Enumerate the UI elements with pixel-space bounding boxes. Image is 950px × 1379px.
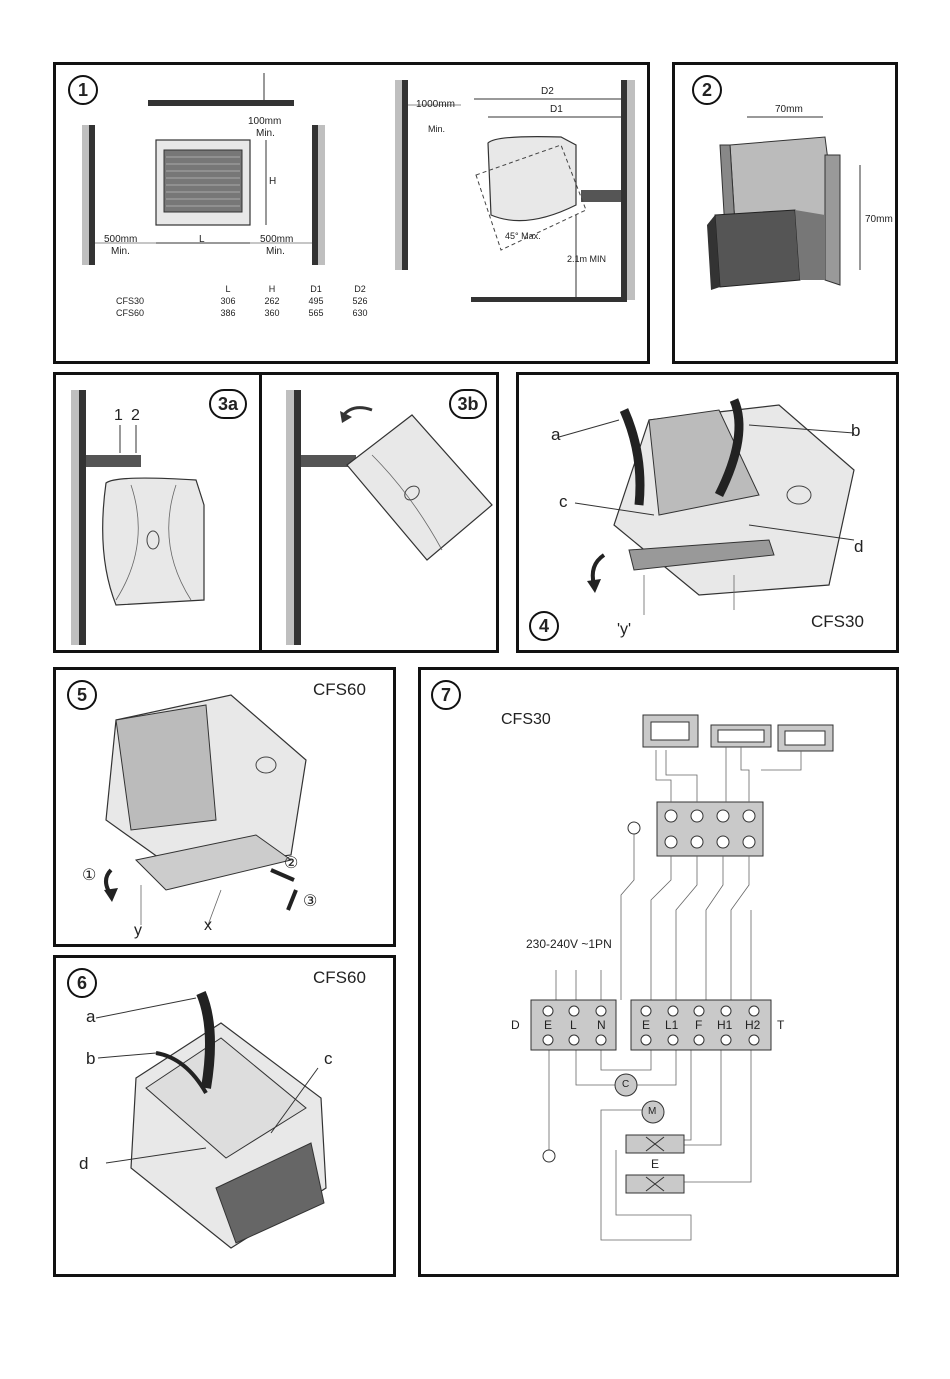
table-header: L (206, 283, 250, 295)
table-cell: 306 (206, 295, 250, 307)
step-1-marker: ① (82, 868, 96, 884)
clearance-left-label: 500mm (104, 235, 137, 245)
clearance-top-min: Min. (256, 129, 275, 139)
panel-3b-number: 3b (449, 389, 487, 419)
table-cell: 495 (294, 295, 338, 307)
d2-label: D2 (541, 87, 554, 97)
panel-3b-tilt: 3b (259, 372, 499, 653)
marker-2: 2 (131, 408, 140, 424)
bracket-width-label: 70mm (775, 105, 803, 115)
panel-1-clearances: 1 100mm Min. H L 500mm Min. 500mm Min. 1… (53, 62, 650, 364)
label-y: 'y' (617, 622, 631, 638)
bracket-height-label: 70mm (865, 215, 893, 225)
panel-6-cfs60-wiring: 6 CFS60 a b c d (53, 955, 396, 1277)
table-row: CFS60 386 360 565 630 (116, 307, 382, 319)
label-a: a (551, 426, 560, 443)
clearance-right-label: 500mm (260, 235, 293, 245)
element-label: E (651, 1158, 659, 1170)
panel-6-number: 6 (67, 968, 97, 998)
panel-1-number: 1 (68, 75, 98, 105)
length-label: L (199, 235, 205, 245)
table-cell: 630 (338, 307, 382, 319)
floor-clearance-label: 2.1m MIN (567, 255, 606, 264)
terminal-t-h1: H1 (717, 1019, 732, 1031)
step-3-marker: ③ (303, 894, 317, 910)
height-label: H (269, 177, 276, 187)
supply-label: 230-240V ~1PN (526, 938, 612, 950)
step-2-marker: ② (284, 856, 298, 872)
cfs60-cover-drawing (56, 670, 396, 947)
panel-4-number: 4 (529, 611, 559, 641)
terminal-d-l: L (570, 1019, 577, 1031)
label-a: a (86, 1008, 95, 1025)
label-c: c (324, 1050, 333, 1067)
wiring-diagram (421, 670, 899, 1277)
table-header: D1 (294, 283, 338, 295)
motor-label: M (648, 1107, 656, 1117)
label-d: d (854, 538, 863, 555)
panel-3a-mounting: 3a 1 2 (53, 372, 262, 653)
clearance-left-min: Min. (111, 247, 130, 257)
model-label: CFS60 (313, 969, 366, 986)
model-label: CFS30 (501, 712, 551, 728)
label-b: b (851, 422, 860, 439)
dimensions-table: L H D1 D2 CFS30 306 262 495 526 CFS60 38… (116, 283, 382, 319)
panel-2-bracket: 2 70mm 70mm (672, 62, 898, 364)
table-cell: 360 (250, 307, 294, 319)
label-d: d (79, 1155, 88, 1172)
terminal-t-f: F (695, 1019, 702, 1031)
capacitor-label: C (622, 1080, 629, 1090)
label-b: b (86, 1050, 95, 1067)
table-cell: 386 (206, 307, 250, 319)
model-label: CFS60 (313, 681, 366, 698)
cfs60-wiring-drawing (56, 958, 396, 1277)
panel-4-wiring-cfs30: 4 a b c d 'y' CFS30 (516, 372, 899, 653)
table-cell: 526 (338, 295, 382, 307)
label-x: x (204, 918, 212, 934)
clearance-top-label: 100mm (248, 117, 281, 127)
table-row: CFS30 306 262 495 526 (116, 295, 382, 307)
terminal-d-n: N (597, 1019, 606, 1031)
table-cell: 262 (250, 295, 294, 307)
block-t-label: T (777, 1019, 784, 1031)
terminal-t-e: E (642, 1019, 650, 1031)
table-cell: CFS30 (116, 295, 206, 307)
block-d-label: D (511, 1019, 520, 1031)
marker-1: 1 (114, 408, 123, 424)
label-y: y (134, 923, 142, 939)
side-clearance-label: 1000mm (416, 100, 455, 110)
table-header (116, 283, 206, 295)
clearance-right-min: Min. (266, 247, 285, 257)
table-cell: 565 (294, 307, 338, 319)
terminal-d-e: E (544, 1019, 552, 1031)
table-header: H (250, 283, 294, 295)
terminal-t-h2: H2 (745, 1019, 760, 1031)
panel-5-cfs60-cover: 5 CFS60 ① ② ③ y x (53, 667, 396, 947)
panel-5-number: 5 (67, 680, 97, 710)
terminal-t-l1: L1 (665, 1019, 678, 1031)
table-header: D2 (338, 283, 382, 295)
angle-label: 45° Max. (505, 232, 541, 241)
panel-2-number: 2 (692, 75, 722, 105)
panel-3a-number: 3a (209, 389, 247, 419)
d1-label: D1 (550, 105, 563, 115)
label-c: c (559, 493, 568, 510)
model-label: CFS30 (811, 613, 864, 630)
panel-7-number: 7 (431, 680, 461, 710)
table-cell: CFS60 (116, 307, 206, 319)
side-clearance-min: Min. (428, 125, 445, 134)
panel-7-wiring-diagram: 7 CFS30 230-240V ~1PN D T E L N E L1 F H… (418, 667, 899, 1277)
